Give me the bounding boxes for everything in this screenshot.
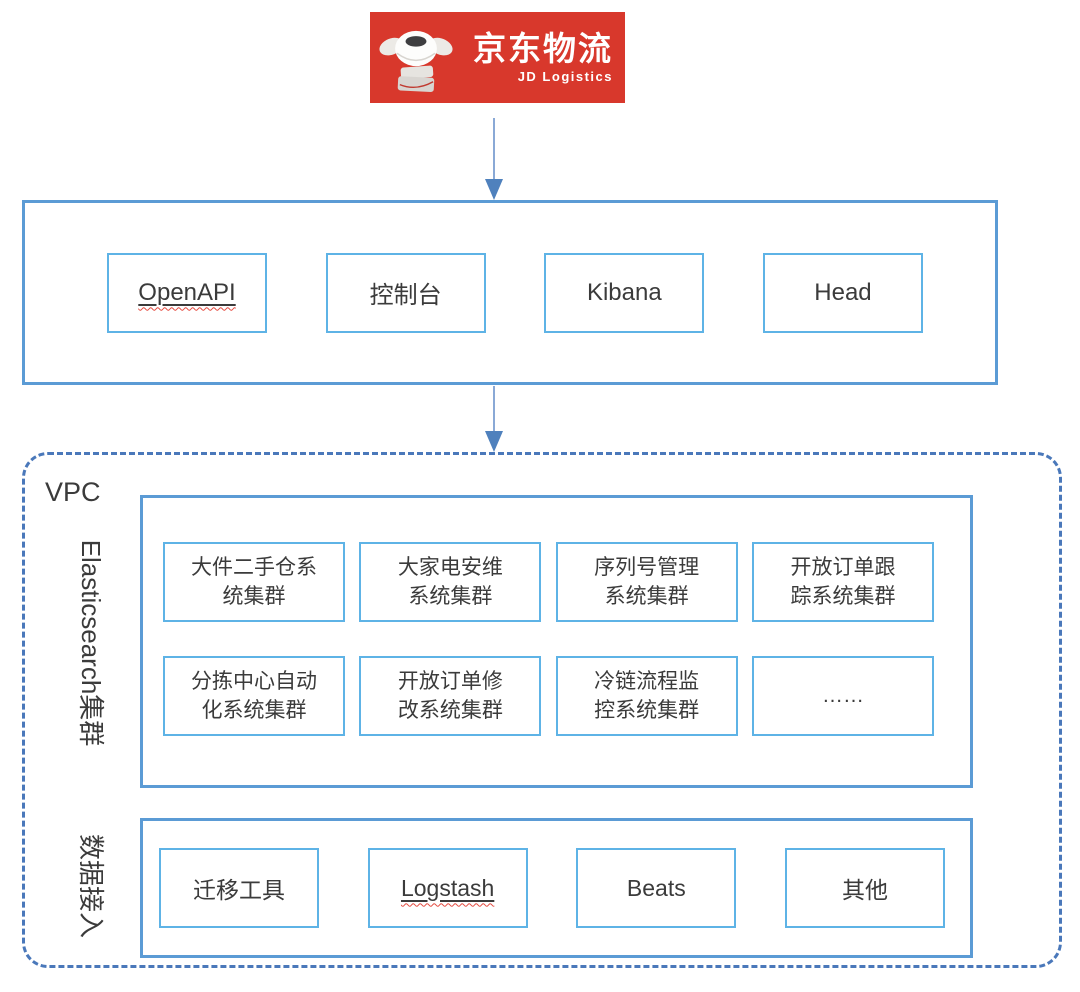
access-layer-row: OpenAPI 控制台 Kibana Head <box>25 203 995 382</box>
access-node-head: Head <box>762 252 923 333</box>
jd-logistics-logo: 京东物流 JD Logistics <box>370 12 625 103</box>
data-node-label: 其他 <box>841 877 888 903</box>
spellcheck-underline: OpenAPI <box>138 279 235 307</box>
cluster-node: 冷链流程监 控系统集群 <box>555 656 738 736</box>
flow-arrow-down-icon <box>485 118 503 200</box>
data-node-other: 其他 <box>784 848 945 928</box>
data-node-label: 迁移工具 <box>193 877 285 903</box>
cluster-node: 大家电安维 系统集群 <box>359 542 542 622</box>
es-cluster-vertical-label: Elasticsearch集群 <box>76 539 107 747</box>
access-node-label: Kibana <box>586 278 662 306</box>
flow-arrow-down-icon <box>485 386 503 452</box>
data-node-migration: 迁移工具 <box>159 848 319 928</box>
es-cluster-row: 大件二手仓系 统集群 大家电安维 系统集群 序列号管理 系统集群 开放订单跟 踪… <box>143 542 970 622</box>
data-access-vertical-label: 数据接入 <box>76 833 107 938</box>
es-cluster-box: 大件二手仓系 统集群 大家电安维 系统集群 序列号管理 系统集群 开放订单跟 踪… <box>140 495 973 788</box>
logo-text: 京东物流 JD Logistics <box>454 29 613 85</box>
cluster-node-ellipsis: …… <box>751 656 934 736</box>
cluster-node: 开放订单跟 踪系统集群 <box>751 542 934 622</box>
jd-dog-mascot-icon <box>379 30 453 92</box>
data-node-beats: Beats <box>576 848 737 928</box>
spellcheck-underline: Logstash <box>401 875 494 902</box>
data-access-box: 迁移工具 Logstash Beats 其他 <box>140 818 973 958</box>
cluster-node: 分拣中心自动 化系统集群 <box>163 656 345 736</box>
access-node-label: Head <box>814 278 872 306</box>
access-node-label: OpenAPI <box>138 278 236 306</box>
cluster-node: 序列号管理 系统集群 <box>555 542 738 622</box>
vpc-container: VPC Elasticsearch集群 大件二手仓系 统集群 大家电安维 系统集… <box>22 452 1062 968</box>
access-layer-box: OpenAPI 控制台 Kibana Head <box>22 200 998 385</box>
access-node-label: 控制台 <box>369 282 442 309</box>
logo-brand-cn: 京东物流 <box>473 29 613 67</box>
access-node-console: 控制台 <box>325 252 486 333</box>
access-node-openapi: OpenAPI <box>107 252 267 333</box>
logo-brand-en: JD Logistics <box>517 69 613 85</box>
es-cluster-row: 分拣中心自动 化系统集群 开放订单修 改系统集群 冷链流程监 控系统集群 …… <box>143 656 970 736</box>
data-node-logstash: Logstash <box>367 848 528 928</box>
data-node-label: Beats <box>626 874 686 901</box>
access-node-kibana: Kibana <box>544 252 705 333</box>
cluster-node: 开放订单修 改系统集群 <box>359 656 542 736</box>
data-access-row: 迁移工具 Logstash Beats 其他 <box>143 821 970 955</box>
cluster-node: 大件二手仓系 统集群 <box>163 542 345 622</box>
data-node-label: Logstash <box>400 874 495 901</box>
vpc-label: VPC <box>45 477 101 507</box>
